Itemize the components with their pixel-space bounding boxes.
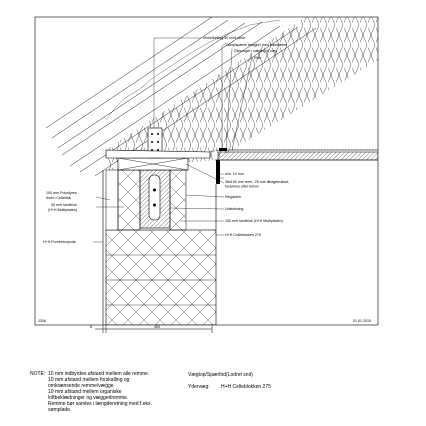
leader-lines-right [153, 37, 253, 236]
label-min10: min. 10 mm [225, 172, 244, 176]
randblok-left [117, 169, 141, 231]
label-randblok-left-1: 50 mm randblok [51, 203, 77, 207]
label-dampspaerre: Dampspærre fastgjort med folieklæber [226, 43, 288, 47]
label-vinkelbeslag: Vinkelbeslag 50 med ribbe [203, 36, 245, 40]
label-eller: Eller [254, 56, 262, 60]
label-udstoebning: Udstøbning [225, 207, 243, 211]
dimension-left: 6 [90, 325, 92, 329]
drawing-id: J30A [38, 319, 47, 323]
vapour-barrier [209, 149, 378, 153]
label-traebjaelke-2: forankres efter behov [225, 185, 259, 189]
caption-ydervaeg-value: H+H Celleblokken 275 [221, 384, 271, 390]
label-polystyren-1: 100 mm Polystyren [46, 191, 77, 195]
drawing-date: 01.01.2015 [353, 319, 371, 323]
label-polystyren-2: limet i Celleblok [46, 196, 71, 200]
dimension-line [95, 325, 213, 333]
dimension-mid: 400 [154, 325, 160, 329]
label-ringanker: Ringanker [225, 195, 242, 199]
label-gips: Gips fuget i samling til væg [234, 49, 277, 53]
label-porebeton: H+H Porebetonpuds [43, 240, 76, 244]
label-randblok-left-2: (H+H Multipladen) [48, 208, 77, 212]
label-traebjaelke-1: 38x100 mm reml., 25 mm tilbagetrukket, [225, 180, 289, 184]
ceiling-gypsum [217, 151, 378, 161]
polystyren-strip [105, 169, 119, 231]
label-randblok-right: 150 mm randblok (H+H Multipladen) [225, 219, 283, 223]
caption-ydervaeg-label: Ydervæg: [188, 384, 210, 390]
leader-lines-left [93, 196, 124, 243]
label-celleblok-right: H+H Celleblokken 275 [225, 233, 261, 237]
wall-cell-block [105, 229, 217, 325]
notes-text: 10 mm indbyrdes afstand mellem alle remm… [48, 371, 152, 413]
roof-insulation [106, 17, 378, 170]
notes-heading: NOTE: [30, 371, 46, 377]
caption-title: Vægtop/Spærfod(Lodret snit) [188, 372, 253, 378]
